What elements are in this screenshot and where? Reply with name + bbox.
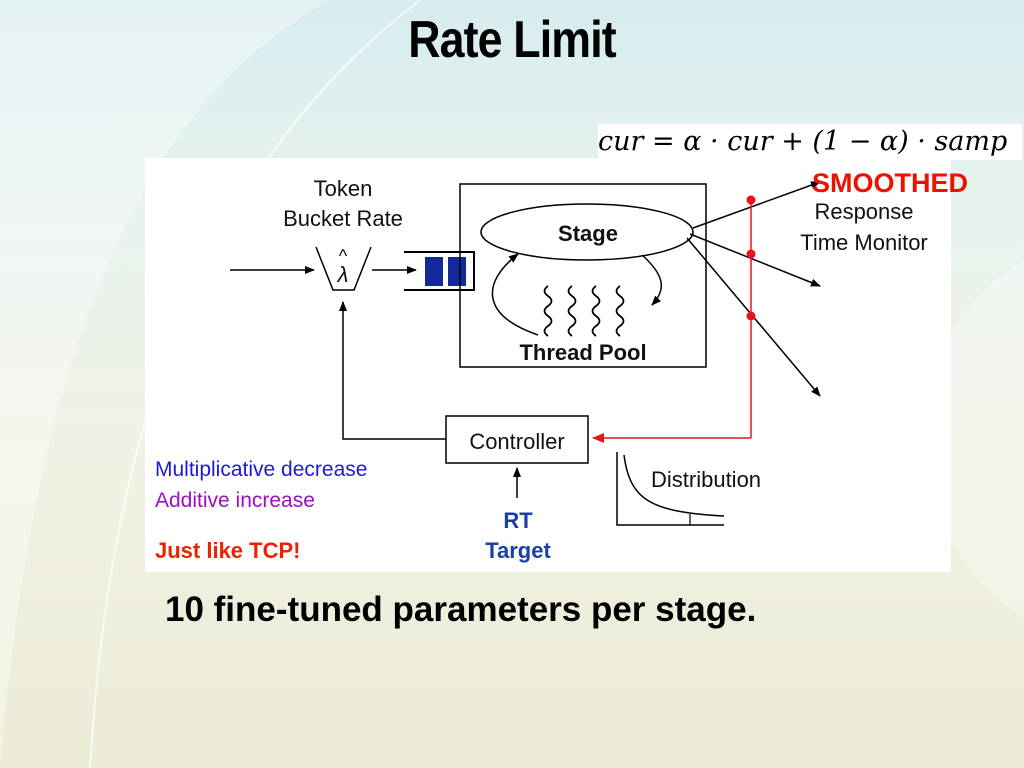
distribution-label: Distribution	[651, 467, 761, 492]
multiplicative-decrease-label: Multiplicative decrease	[155, 458, 368, 481]
stage-ellipse	[480, 203, 694, 261]
just-like-tcp-label: Just like TCP!	[155, 538, 301, 563]
stage-label: Stage	[558, 221, 618, 246]
sample-point-3	[746, 311, 756, 321]
token-label: Token	[314, 176, 373, 201]
controller-to-bucket-line	[339, 301, 446, 440]
queue-item-2	[448, 257, 466, 286]
sample-point-2	[746, 249, 756, 259]
output-arrow-1	[692, 181, 821, 229]
time-monitor-label: Time Monitor	[800, 230, 928, 255]
sample-point-1	[746, 195, 756, 205]
slide-title: Rate Limit	[408, 11, 616, 69]
thread-1	[543, 285, 553, 337]
token-bucket-shape	[315, 246, 372, 291]
rt-label: RT	[503, 508, 533, 533]
lambda-hat: ^	[339, 246, 348, 266]
smoothing-formula: cur = α · cur + (1 − α) · samp	[598, 124, 1022, 160]
distribution-curve	[623, 454, 725, 517]
stage-box	[459, 183, 707, 368]
bottom-caption: 10 fine-tuned parameters per stage.	[165, 590, 757, 629]
dispatch-curve-right	[641, 254, 663, 306]
thread-4	[615, 285, 625, 337]
additive-increase-label: Additive increase	[155, 489, 315, 512]
formula-rhs: α · cur + (1 − α) · samp	[683, 126, 1008, 157]
thread-3	[591, 285, 601, 337]
smoothed-label: SMOOTHED	[812, 168, 969, 198]
queue-outline	[404, 251, 475, 291]
controller-box	[445, 415, 589, 464]
lambda-symbol: λ	[337, 262, 349, 287]
queue-item-1	[425, 257, 443, 286]
distribution-axes	[616, 452, 724, 526]
output-arrow-2	[689, 233, 821, 287]
formula-lhs: cur	[598, 126, 644, 157]
return-curve-left	[491, 253, 539, 336]
thread-pool-label: Thread Pool	[519, 340, 646, 365]
bucket-rate-label: Bucket Rate	[283, 206, 403, 231]
thread-2	[567, 285, 577, 337]
target-label: Target	[485, 538, 551, 563]
controller-label: Controller	[469, 429, 564, 454]
response-label: Response	[814, 199, 913, 224]
